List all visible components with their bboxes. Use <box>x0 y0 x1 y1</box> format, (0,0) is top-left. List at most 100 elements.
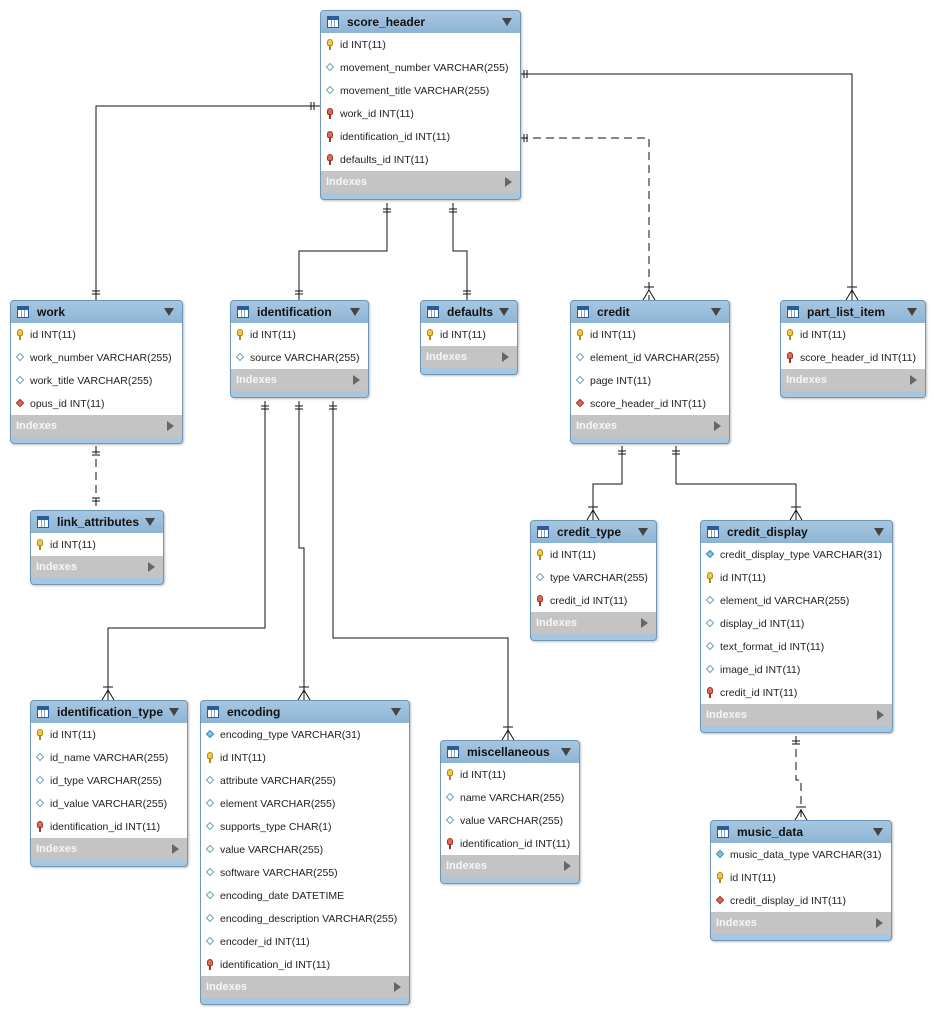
column-row[interactable]: identification_id INT(11) <box>321 125 520 148</box>
collapse-arrow-icon[interactable] <box>169 708 179 716</box>
column-row[interactable]: attribute VARCHAR(255) <box>201 769 409 792</box>
column-row[interactable]: id INT(11) <box>201 746 409 769</box>
column-row[interactable]: software VARCHAR(255) <box>201 861 409 884</box>
collapse-arrow-icon[interactable] <box>391 708 401 716</box>
expand-arrow-icon[interactable] <box>148 562 155 572</box>
column-row[interactable]: source VARCHAR(255) <box>231 346 368 369</box>
collapse-arrow-icon[interactable] <box>561 748 571 756</box>
column-row[interactable]: encoding_date DATETIME <box>201 884 409 907</box>
indexes-section[interactable]: Indexes <box>531 612 656 634</box>
column-row[interactable]: value VARCHAR(255) <box>201 838 409 861</box>
column-row[interactable]: opus_id INT(11) <box>11 392 182 415</box>
column-row[interactable]: score_header_id INT(11) <box>571 392 729 415</box>
indexes-section[interactable]: Indexes <box>201 976 409 998</box>
column-row[interactable]: id INT(11) <box>701 566 892 589</box>
indexes-section[interactable]: Indexes <box>421 346 517 368</box>
column-row[interactable]: defaults_id INT(11) <box>321 148 520 171</box>
column-row[interactable]: id INT(11) <box>321 33 520 56</box>
column-row[interactable]: credit_display_id INT(11) <box>711 889 891 912</box>
table-header[interactable]: credit_type <box>531 521 656 543</box>
table-header[interactable]: identification <box>231 301 368 323</box>
column-row[interactable]: identification_id INT(11) <box>201 953 409 976</box>
collapse-arrow-icon[interactable] <box>711 308 721 316</box>
table-header[interactable]: identification_type <box>31 701 187 723</box>
expand-arrow-icon[interactable] <box>714 421 721 431</box>
expand-arrow-icon[interactable] <box>167 421 174 431</box>
column-row[interactable]: id INT(11) <box>11 323 182 346</box>
column-row[interactable]: id INT(11) <box>31 533 163 556</box>
collapse-arrow-icon[interactable] <box>350 308 360 316</box>
collapse-arrow-icon[interactable] <box>874 528 884 536</box>
column-row[interactable]: score_header_id INT(11) <box>781 346 925 369</box>
column-row[interactable]: id INT(11) <box>441 763 579 786</box>
expand-arrow-icon[interactable] <box>876 918 883 928</box>
column-row[interactable]: display_id INT(11) <box>701 612 892 635</box>
column-row[interactable]: movement_title VARCHAR(255) <box>321 79 520 102</box>
column-row[interactable]: credit_display_type VARCHAR(31) <box>701 543 892 566</box>
column-row[interactable]: element_id VARCHAR(255) <box>571 346 729 369</box>
column-row[interactable]: id INT(11) <box>781 323 925 346</box>
table-header[interactable]: score_header <box>321 11 520 33</box>
expand-arrow-icon[interactable] <box>877 710 884 720</box>
column-row[interactable]: image_id INT(11) <box>701 658 892 681</box>
column-row[interactable]: encoder_id INT(11) <box>201 930 409 953</box>
indexes-section[interactable]: Indexes <box>31 556 163 578</box>
collapse-arrow-icon[interactable] <box>164 308 174 316</box>
indexes-section[interactable]: Indexes <box>11 415 182 437</box>
column-row[interactable]: id INT(11) <box>231 323 368 346</box>
expand-arrow-icon[interactable] <box>910 375 917 385</box>
indexes-section[interactable]: Indexes <box>31 838 187 860</box>
table-header[interactable]: defaults <box>421 301 517 323</box>
column-row[interactable]: id INT(11) <box>31 723 187 746</box>
column-row[interactable]: work_number VARCHAR(255) <box>11 346 182 369</box>
table-header[interactable]: work <box>11 301 182 323</box>
column-row[interactable]: credit_id INT(11) <box>531 589 656 612</box>
indexes-section[interactable]: Indexes <box>781 369 925 391</box>
table-header[interactable]: credit <box>571 301 729 323</box>
column-row[interactable]: id INT(11) <box>711 866 891 889</box>
column-row[interactable]: encoding_type VARCHAR(31) <box>201 723 409 746</box>
collapse-arrow-icon[interactable] <box>873 828 883 836</box>
indexes-section[interactable]: Indexes <box>321 171 520 193</box>
expand-arrow-icon[interactable] <box>172 844 179 854</box>
indexes-section[interactable]: Indexes <box>231 369 368 391</box>
collapse-arrow-icon[interactable] <box>907 308 917 316</box>
table-header[interactable]: music_data <box>711 821 891 843</box>
column-row[interactable]: movement_number VARCHAR(255) <box>321 56 520 79</box>
column-row[interactable]: id_name VARCHAR(255) <box>31 746 187 769</box>
collapse-arrow-icon[interactable] <box>638 528 648 536</box>
column-row[interactable]: type VARCHAR(255) <box>531 566 656 589</box>
column-row[interactable]: identification_id INT(11) <box>441 832 579 855</box>
column-row[interactable]: id_value VARCHAR(255) <box>31 792 187 815</box>
collapse-arrow-icon[interactable] <box>499 308 509 316</box>
table-header[interactable]: link_attributes <box>31 511 163 533</box>
column-row[interactable]: id INT(11) <box>421 323 517 346</box>
table-header[interactable]: miscellaneous <box>441 741 579 763</box>
column-row[interactable]: element_id VARCHAR(255) <box>701 589 892 612</box>
expand-arrow-icon[interactable] <box>502 352 509 362</box>
column-row[interactable]: supports_type CHAR(1) <box>201 815 409 838</box>
column-row[interactable]: id_type VARCHAR(255) <box>31 769 187 792</box>
expand-arrow-icon[interactable] <box>564 861 571 871</box>
column-row[interactable]: music_data_type VARCHAR(31) <box>711 843 891 866</box>
column-row[interactable]: identification_id INT(11) <box>31 815 187 838</box>
collapse-arrow-icon[interactable] <box>502 18 512 26</box>
indexes-section[interactable]: Indexes <box>441 855 579 877</box>
expand-arrow-icon[interactable] <box>353 375 360 385</box>
indexes-section[interactable]: Indexes <box>711 912 891 934</box>
table-header[interactable]: credit_display <box>701 521 892 543</box>
column-row[interactable]: encoding_description VARCHAR(255) <box>201 907 409 930</box>
column-row[interactable]: credit_id INT(11) <box>701 681 892 704</box>
indexes-section[interactable]: Indexes <box>571 415 729 437</box>
